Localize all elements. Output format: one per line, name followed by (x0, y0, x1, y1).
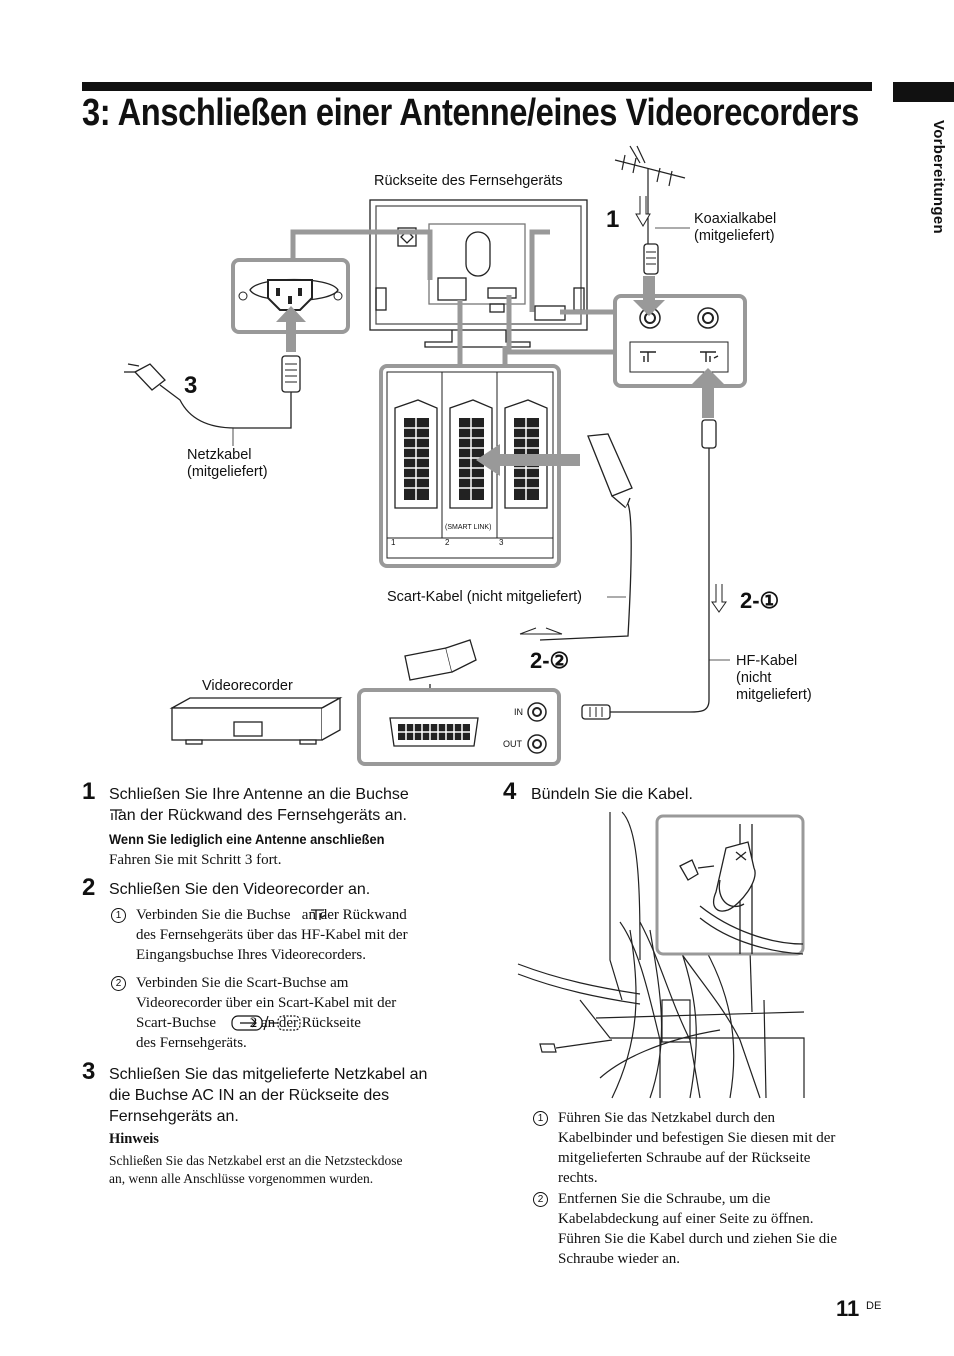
label-rf-cable: HF-Kabel (nicht mitgeliefert) (736, 653, 812, 703)
label-vcr: Videorecorder (202, 678, 293, 694)
label-scart-cable: Scart-Kabel (nicht mitgeliefert) (387, 589, 583, 605)
note-text: Schließen Sie das Netzkabel erst an die … (109, 1153, 403, 1186)
callout-step-3: 3 (184, 372, 198, 399)
step-3-number: 3 (82, 1058, 96, 1085)
label-scart-3: 3 (499, 538, 504, 547)
step-4-item-2: Entfernen Sie die Schraube, um die Kabel… (558, 1191, 838, 1267)
label-vcr-in: IN (514, 707, 523, 717)
step-2-item-1-marker: 1 (111, 908, 126, 923)
label-power-cable: Netzkabel (mitgeliefert) (187, 447, 268, 480)
label-smart-link: (SMART LINK) (445, 524, 492, 531)
step-2-item-2: Verbinden Sie die Scart-Buchse am Videor… (136, 975, 397, 1051)
label-vcr-out: OUT (503, 739, 522, 749)
page-language: DE (866, 1300, 882, 1312)
step-4-item-1-marker: 1 (533, 1111, 548, 1126)
callout-step-2-1: 2-① (740, 588, 780, 613)
step-4-text: Bündeln Sie die Kabel. (531, 786, 693, 803)
label-scart-2: 2 (445, 538, 450, 547)
step-1-subtext: Fahren Sie mit Schritt 3 fort. (109, 852, 282, 868)
note-heading: Hinweis (109, 1131, 159, 1147)
step-1-number: 1 (82, 778, 96, 805)
title-rule (82, 82, 872, 91)
callout-step-2-2: 2-② (530, 648, 570, 673)
step-2-item-1: Verbinden Sie die Buchse an der Rückwand… (136, 907, 408, 963)
step-1-text: Schließen Sie Ihre Antenne an die Buchse… (109, 786, 409, 824)
label-tv-back: Rückseite des Fernsehgeräts (374, 173, 563, 189)
label-coax-cable: Koaxialkabel (mitgeliefert) (694, 211, 777, 244)
section-tab-label: Vorbereitungen (930, 120, 947, 234)
page-number: 11 (836, 1296, 860, 1321)
step-1-subhead: Wenn Sie lediglich eine Antenne anschlie… (109, 831, 385, 847)
step-4-item-2-marker: 2 (533, 1192, 548, 1207)
step-2-item-2-marker: 2 (111, 976, 126, 991)
section-tab-marker (893, 82, 954, 102)
step-4-number: 4 (503, 778, 517, 805)
step-2-text: Schließen Sie den Videorecorder an. (109, 881, 371, 898)
tv-back-panel (369, 199, 588, 331)
step-3-text: Schließen Sie das mitgelieferte Netzkabe… (109, 1066, 428, 1125)
step-4-item-1: Führen Sie das Netzkabel durch den Kabel… (558, 1110, 836, 1186)
callout-step-1: 1 (606, 206, 620, 233)
step-2-number: 2 (82, 874, 96, 901)
label-scart-1: 1 (391, 538, 396, 547)
page-title: 3: Anschließen einer Antenne/eines Video… (82, 92, 859, 134)
